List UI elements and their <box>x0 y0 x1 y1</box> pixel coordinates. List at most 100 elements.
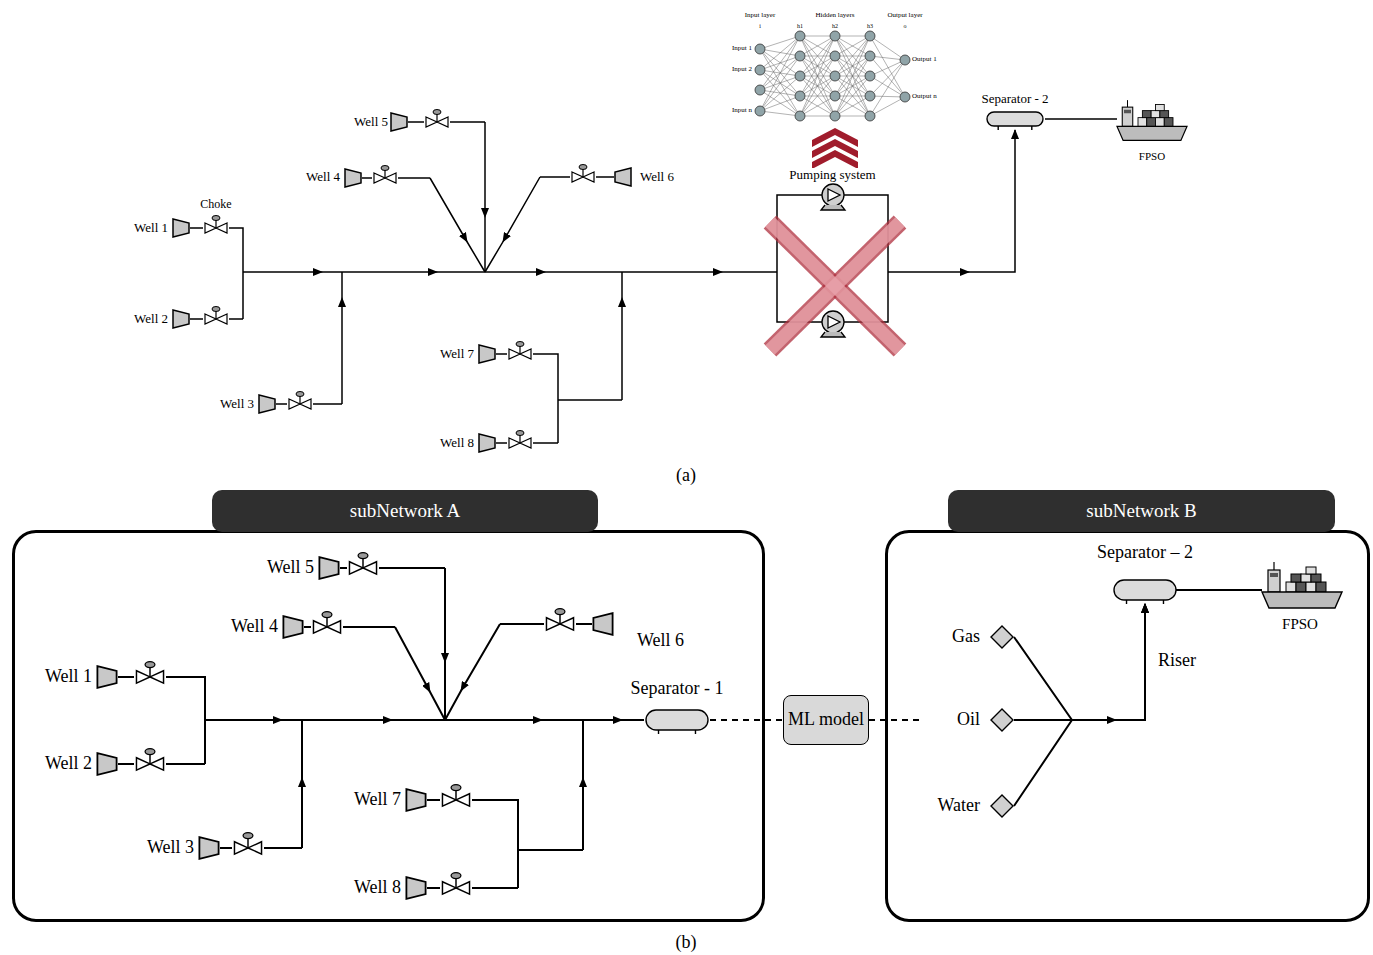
separator-vessel <box>644 708 710 734</box>
text-label: Well 6 <box>637 631 684 651</box>
text-label: FPSO <box>1139 150 1165 162</box>
text-label: FPSO <box>1282 616 1318 633</box>
nn-caption: h1 <box>797 23 803 30</box>
nn-neuron <box>900 55 910 65</box>
nn-caption: i <box>759 23 761 30</box>
separator: Separator - 1 <box>622 679 732 734</box>
nn-caption: Output layer <box>887 12 922 20</box>
nn-link <box>800 96 835 116</box>
nn-neuron <box>865 111 875 121</box>
text-label: Well 1 <box>134 221 168 235</box>
nn-neuron <box>795 111 805 121</box>
panel-tab: subNetwork B <box>948 490 1335 532</box>
nn-link <box>800 36 835 96</box>
wells-b <box>97 557 612 899</box>
nn-link <box>835 96 870 116</box>
node-text: subNetwork A <box>350 501 460 522</box>
subnetwork-panel: subNetwork BGasOilWaterSeparator – 2 <box>885 490 1370 922</box>
text-label: Well 1 <box>45 667 92 687</box>
network-a <box>190 119 1117 443</box>
text-label: Well 2 <box>45 754 92 774</box>
nn-caption: o <box>904 23 907 30</box>
pipe <box>1045 118 1117 120</box>
nn-caption: Hidden layers <box>815 12 854 20</box>
pipe <box>485 177 540 272</box>
text-label: Well 4 <box>306 170 340 184</box>
flow-connector <box>1014 604 1145 806</box>
ml-model-box: ML model <box>783 695 869 745</box>
neural-network-figure <box>755 31 910 121</box>
source-diamond: Water <box>924 794 1014 818</box>
nn-link <box>870 76 905 97</box>
nn-caption: Input layer <box>745 12 776 20</box>
nn-link <box>760 76 800 90</box>
nn-link <box>835 96 870 116</box>
text-label: Well 2 <box>134 312 168 326</box>
text-label: Well 3 <box>147 838 194 858</box>
nn-neuron <box>865 31 875 41</box>
chokes-b <box>136 553 573 895</box>
nn-link <box>870 97 905 116</box>
node-text: Separator - 1 <box>629 679 726 699</box>
node-text: Pumping system <box>787 168 877 182</box>
node-text: Separator – 2 <box>1095 543 1195 563</box>
pipe <box>496 354 622 443</box>
panel-tab: subNetwork A <box>212 490 598 532</box>
nn-neuron <box>755 44 765 54</box>
nn-neuron <box>755 106 765 116</box>
text-label: Well 6 <box>640 170 674 184</box>
nn-neuron <box>830 31 840 41</box>
node-text: Separator - 2 <box>979 92 1050 106</box>
pipe <box>301 720 303 848</box>
nn-link <box>760 56 800 111</box>
flow-connector <box>1014 604 1145 720</box>
pipe <box>341 272 343 404</box>
nn-neuron <box>865 71 875 81</box>
nn-link <box>760 49 800 56</box>
text-label: Well 7 <box>354 790 401 810</box>
nn-link <box>835 56 870 116</box>
pipe <box>484 122 486 272</box>
nn-link <box>800 36 835 56</box>
nn-link <box>760 76 800 111</box>
separator-vessel <box>985 110 1045 130</box>
text-label: Well 5 <box>267 558 314 578</box>
fpso-ship <box>1262 562 1342 608</box>
diamond-symbol <box>990 794 1014 818</box>
text-label: Well 8 <box>440 436 474 450</box>
nn-link <box>760 49 800 96</box>
flow-connector <box>888 130 1015 272</box>
nn-caption: Input 1 <box>732 45 752 53</box>
nn-caption: Input 2 <box>732 66 752 74</box>
connectors <box>710 130 1145 806</box>
node-text: Gas <box>952 627 980 647</box>
text-label: Well 7 <box>440 347 474 361</box>
pipe <box>427 800 583 888</box>
diamond-symbol <box>990 708 1014 732</box>
nn-caption: Output 1 <box>912 56 937 64</box>
separator: Separator - 2 <box>975 92 1055 130</box>
nn-caption: Output n <box>912 93 937 101</box>
pipe <box>444 568 446 720</box>
nn-neuron <box>795 71 805 81</box>
flow-connector <box>710 719 783 721</box>
nn-neuron <box>830 71 840 81</box>
source-diamond: Gas <box>924 625 1014 649</box>
nn-link <box>835 36 870 56</box>
pipe <box>621 272 623 400</box>
pumping-system: Pumping system <box>777 168 888 322</box>
text-label: (a) <box>676 466 696 486</box>
nn-link <box>760 96 800 111</box>
chokes-a <box>205 110 594 449</box>
nn-neuron <box>795 31 805 41</box>
separator-wrap: Separator – 2 <box>1085 543 1205 604</box>
nn-neuron <box>795 91 805 101</box>
pipe <box>582 720 584 850</box>
pipe <box>430 178 485 272</box>
pipe <box>190 228 243 319</box>
flow-connector <box>1014 604 1145 720</box>
nn-link <box>835 36 870 96</box>
separator-wrap: Separator - 2 <box>975 92 1055 130</box>
